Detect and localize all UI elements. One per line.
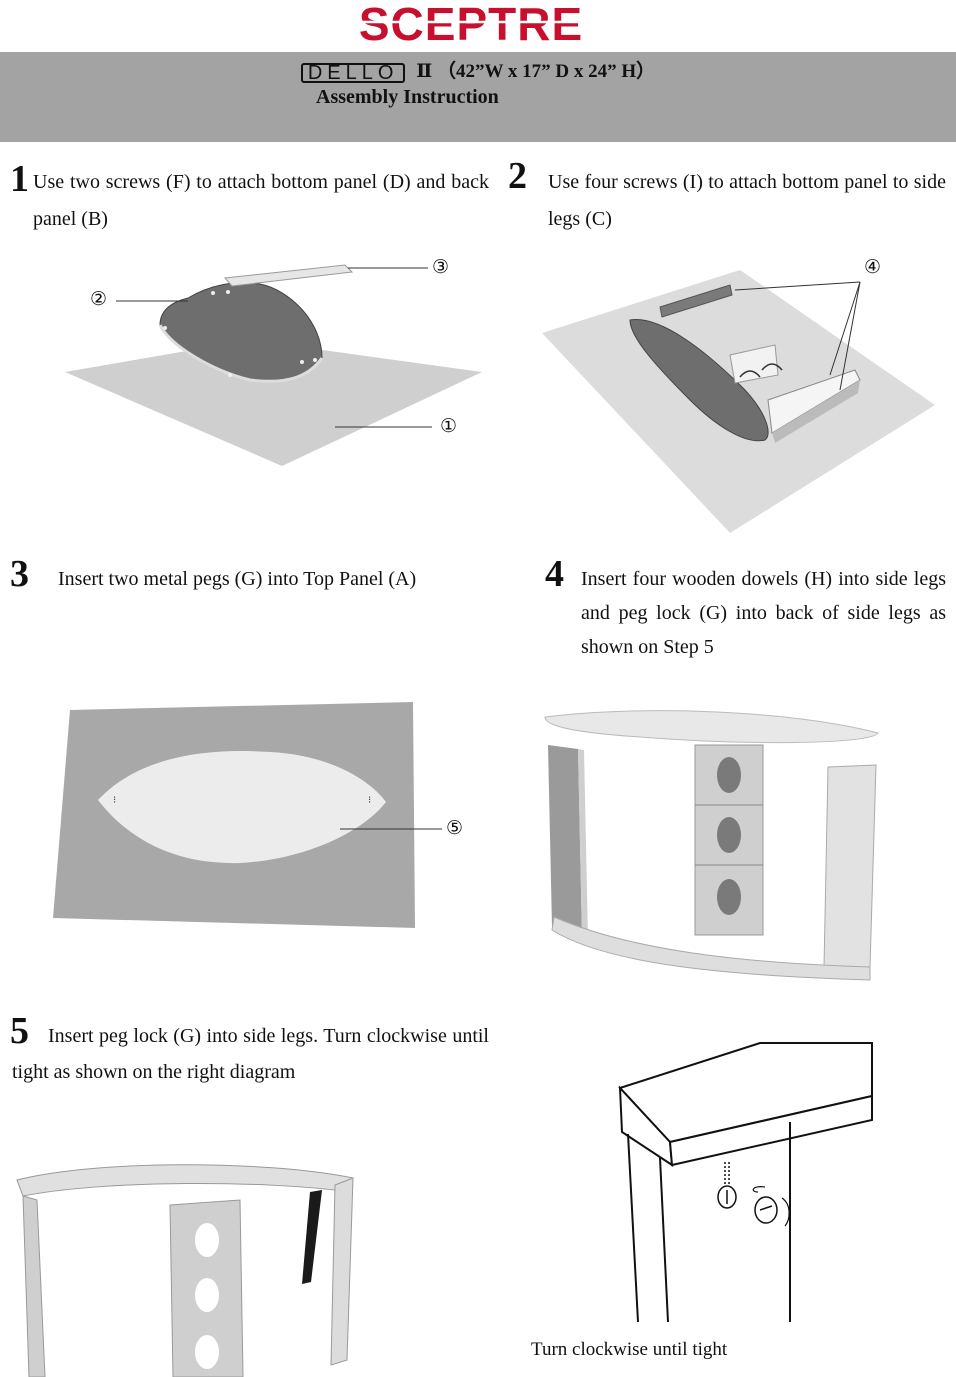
step-1-number: 1 (10, 158, 29, 200)
svg-text:⁝: ⁝ (368, 795, 371, 806)
page-title: Assembly Instruction (316, 86, 499, 108)
step-5-number: 5 (10, 1010, 29, 1052)
step-5-caption: Turn clockwise until tight (531, 1339, 728, 1360)
step-4-text: Insert four wooden dowels (H) into side … (581, 568, 946, 658)
model-suffix: Ⅱ (416, 61, 433, 82)
step-1-text: Use two screws (F) to attach bottom pane… (33, 164, 489, 238)
callout-2: ② (90, 288, 108, 310)
svg-text:⁝: ⁝ (113, 795, 116, 806)
step-1-label: Use two screws (F) to attach bottom pane… (33, 171, 489, 230)
dimensions: （42”W x 17” D x 24” H） (436, 61, 656, 82)
step-2-illustration (542, 270, 935, 533)
step-2-text: Use four screws (I) to attach bottom pan… (548, 171, 946, 230)
callout-3: ③ (432, 256, 450, 278)
step-5-text: Insert peg lock (G) into side legs. Turn… (12, 1025, 489, 1083)
callout-5: ⑤ (446, 817, 464, 839)
step-4-illustration (544, 710, 879, 981)
step-3-number: 3 (10, 553, 29, 595)
step-5-illustration (16, 1164, 354, 1377)
step-2-number: 2 (508, 155, 527, 197)
model-name: DELLO (300, 62, 406, 83)
step-4-number: 4 (545, 553, 564, 595)
sceptre-logo: SCEPTRE (300, 0, 642, 50)
header-band (0, 52, 956, 142)
model-line: DELLO Ⅱ （42”W x 17” D x 24” H） (0, 56, 956, 83)
callout-4: ④ (864, 256, 882, 278)
step-3-text: Insert two metal pegs (G) into Top Panel… (58, 568, 417, 590)
peg-lock-detail (618, 1042, 873, 1323)
brand-text: SCEPTRE (359, 0, 583, 50)
callout-1: ① (440, 415, 458, 437)
step-1-illustration (65, 264, 482, 466)
step-3-illustration: ⁝ ⁝ (53, 702, 442, 928)
